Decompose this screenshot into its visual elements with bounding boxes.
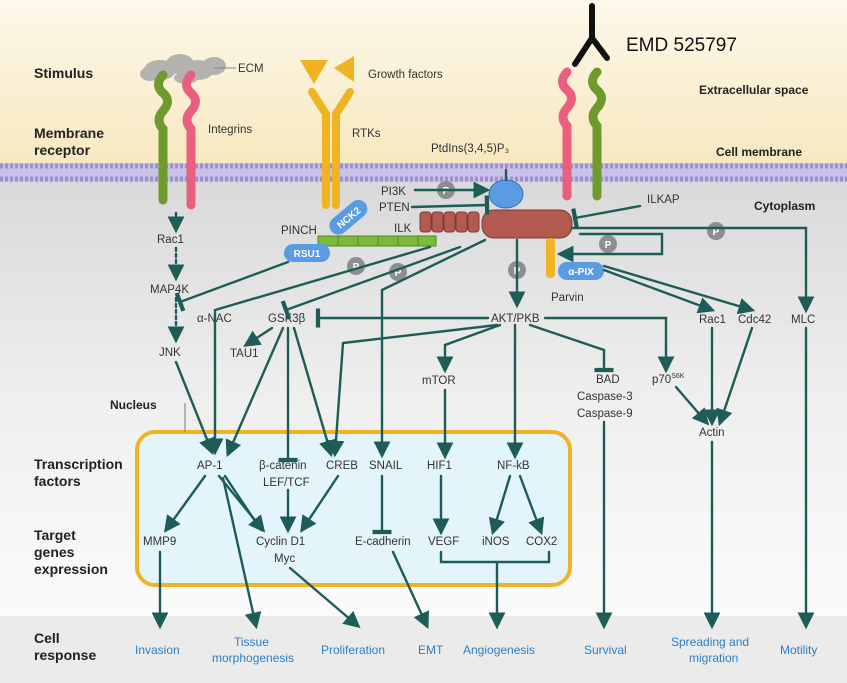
- pi3k-label: PI3K: [381, 186, 406, 198]
- ilk-protein: [419, 209, 573, 239]
- integrins-label: Integrins: [208, 124, 252, 136]
- response-survival: Survival: [584, 643, 627, 657]
- p70-label: p70S6K: [652, 373, 685, 386]
- response-invasion: Invasion: [135, 643, 180, 657]
- nfkb-label: NF-kB: [497, 460, 530, 472]
- pathway-nodes: Rac1 MAP4K JNK α-NAC GSK3β TAU1 AKT/PKB …: [143, 234, 815, 565]
- growth-factor-icons: [300, 56, 354, 84]
- response-angiogenesis: Angiogenesis: [463, 643, 535, 657]
- response-spreading-2: migration: [689, 651, 738, 665]
- snail-label: SNAIL: [369, 460, 403, 472]
- rtk-receptor: [308, 88, 354, 209]
- myc-label: Myc: [274, 553, 295, 565]
- pinch-label: PINCH: [281, 225, 317, 237]
- integrin-right: [558, 67, 606, 201]
- row-stimulus: Stimulus: [34, 65, 94, 81]
- svg-text:α-PIX: α-PIX: [568, 267, 594, 278]
- ecadherin-label: E-cadherin: [355, 536, 411, 548]
- svg-text:P: P: [395, 268, 402, 279]
- nucleus-label: Nucleus: [110, 398, 157, 412]
- gsk3b-label: GSK3β: [268, 313, 306, 325]
- bad-label: BAD: [596, 374, 620, 386]
- pten-label: PTEN: [379, 202, 410, 214]
- akt-label: AKT/PKB: [491, 313, 540, 325]
- inos-label: iNOS: [482, 536, 510, 548]
- alpha-pix-protein: α-PIX: [558, 262, 604, 280]
- drug-label: EMD 525797: [626, 35, 737, 56]
- leftcf-label: LEF/TCF: [263, 477, 310, 489]
- parvin-protein: [546, 238, 555, 278]
- response-tissue-2: morphogenesis: [212, 651, 294, 665]
- row-receptor-2: receptor: [34, 142, 91, 158]
- row-response-2: response: [34, 647, 97, 663]
- row-genes-1: Target: [34, 527, 76, 543]
- cdc42-label: Cdc42: [738, 314, 771, 326]
- svg-text:P: P: [713, 227, 720, 238]
- bcatenin-label: β-catenin: [259, 460, 307, 472]
- row-tf-1: Transcription: [34, 456, 123, 472]
- extracellular-region: [0, 0, 847, 163]
- rac1b-label: Rac1: [699, 314, 726, 326]
- svg-text:RSU1: RSU1: [294, 249, 321, 260]
- cytoplasm-label: Cytoplasm: [754, 199, 815, 213]
- pinch-protein: [317, 235, 437, 247]
- phospho-mlc: P: [707, 222, 725, 240]
- caspase3-label: Caspase-3: [577, 391, 633, 403]
- mtor-label: mTOR: [422, 375, 456, 387]
- rtks-label: RTKs: [352, 128, 381, 140]
- pathway-arrows: [151, 168, 815, 630]
- response-emt: EMT: [418, 643, 444, 657]
- cox2-label: COX2: [526, 536, 557, 548]
- ecm-cloud: [140, 54, 226, 84]
- integrin-left: [154, 70, 200, 210]
- tau1-label: TAU1: [230, 348, 259, 360]
- response-spreading-1: Spreading and: [671, 635, 749, 649]
- response-tissue-1: Tissue: [234, 635, 269, 649]
- map4k-label: MAP4K: [150, 284, 189, 296]
- jnk-label: JNK: [159, 347, 181, 359]
- ptdins-protein: [488, 179, 524, 209]
- rsu1-protein: RSU1: [284, 244, 330, 262]
- growth-factors-label: Growth factors: [368, 69, 443, 81]
- row-genes-2: genes: [34, 544, 75, 560]
- parvin-label: Parvin: [551, 292, 584, 304]
- row-genes-3: expression: [34, 561, 108, 577]
- response-proliferation: Proliferation: [321, 643, 385, 657]
- cell-membrane: [0, 163, 847, 182]
- phospho-pix: P: [599, 235, 617, 253]
- emd-antibody-icon: [572, 3, 610, 67]
- membrane-label: Cell membrane: [716, 145, 802, 159]
- cell-responses: Invasion Tissue morphogenesis Proliferat…: [135, 635, 817, 665]
- extracellular-label: Extracellular space: [699, 83, 809, 97]
- vegf-label: VEGF: [428, 536, 459, 548]
- ap1-label: AP-1: [197, 460, 223, 472]
- creb-label: CREB: [326, 460, 358, 472]
- svg-text:P: P: [605, 240, 612, 251]
- svg-text:P: P: [443, 186, 450, 197]
- cyclind1-label: Cyclin D1: [256, 536, 305, 548]
- ilk-label: ILK: [394, 223, 412, 235]
- row-response-1: Cell: [34, 630, 60, 646]
- ptdins-label: PtdIns(3,4,5)P₃: [431, 143, 510, 155]
- rac1-label: Rac1: [157, 234, 184, 246]
- row-tf-2: factors: [34, 473, 81, 489]
- hif1-label: HIF1: [427, 460, 452, 472]
- ecm-label: ECM: [238, 63, 264, 75]
- actin-label: Actin: [699, 427, 725, 439]
- mlc-label: MLC: [791, 314, 815, 326]
- row-receptor-1: Membrane: [34, 125, 105, 141]
- caspase9-label: Caspase-9: [577, 408, 633, 420]
- nucleus-box: [135, 430, 572, 587]
- response-motility: Motility: [780, 643, 817, 657]
- ilkap-label: ILKAP: [647, 194, 680, 206]
- mmp9-label: MMP9: [143, 536, 176, 548]
